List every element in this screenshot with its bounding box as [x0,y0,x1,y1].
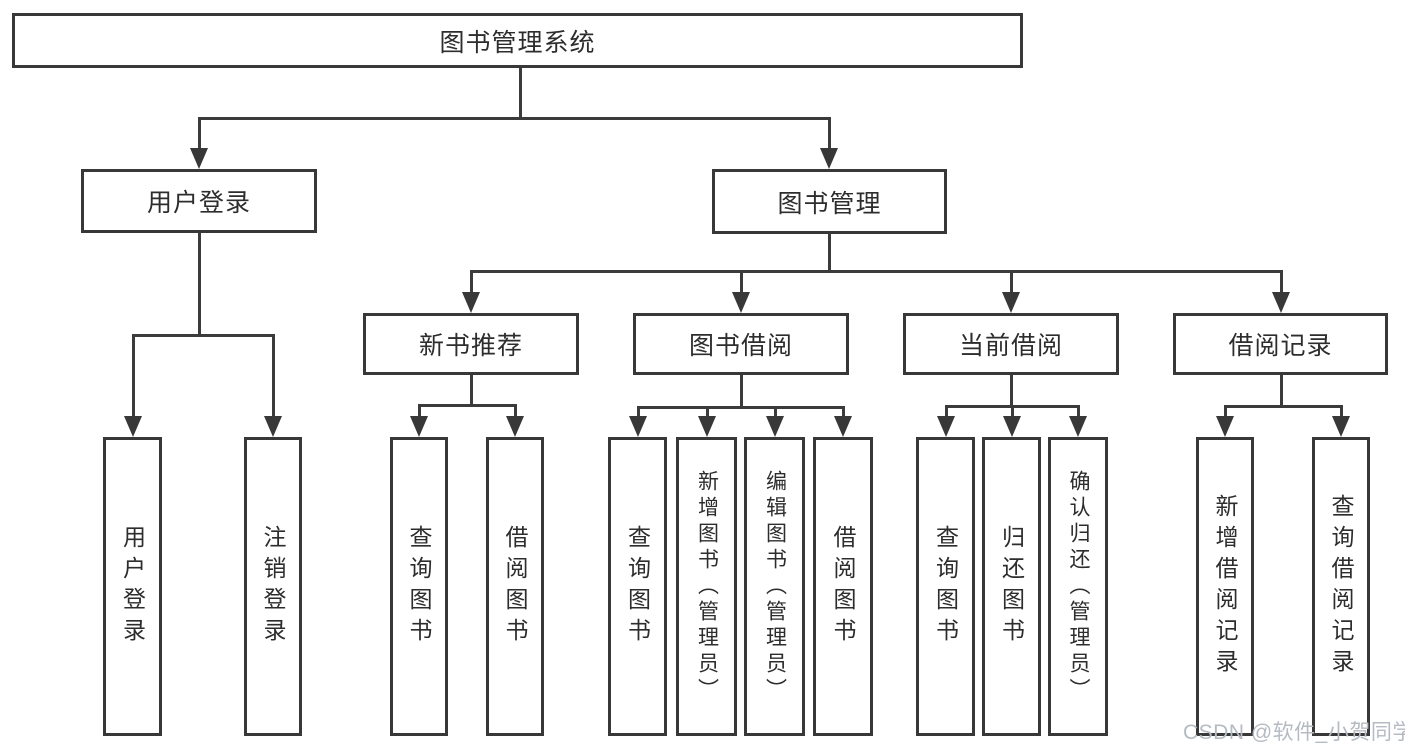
leaf-logout-login: 注销登录 [244,437,302,736]
arrow-to-query-books-a-icon [410,416,428,437]
arrow-to-book-borrow-icon [732,292,750,313]
connector-drop-book-borrow [740,270,743,295]
connector-drop-borrow-books-b [842,406,845,419]
arrow-to-new-book-icon [462,292,480,313]
leaf-add-borrow-record: 新增借阅记录 [1196,437,1254,736]
connector-book-borrow-stem [740,375,743,408]
arrow-to-leaf-user-login-icon [124,416,142,437]
connector-drop-add-books [706,406,709,419]
connector-drop-borrow-books-a [514,404,517,419]
node-label: 借阅记录 [1228,332,1333,360]
leaf-label: 查询图书 [624,524,651,649]
arrow-to-borrow-books-a-icon [506,416,524,437]
leaf-borrow-books: 借阅图书 [813,437,873,736]
arrow-to-confirm-return-icon [1069,416,1087,437]
connector-new-book-rail [418,404,517,407]
csdn-watermark: CSDN @软件_小贺同学 [1183,721,1405,744]
connector-user-login-rail [132,334,274,337]
node-user-login: 用户登录 [81,169,317,233]
arrow-to-return-books-icon [1003,416,1021,437]
arrow-to-add-books-icon [698,416,716,437]
leaf-label: 借阅图书 [502,524,528,649]
connector-borrow-records-stem [1280,375,1283,407]
connector-drop-confirm-return [1077,405,1080,419]
arrow-to-user-login-icon [190,148,208,169]
connector-drop-return-books [1011,405,1014,419]
node-book-management: 图书管理 [712,169,947,234]
leaf-query-books-borrow: 查询图书 [608,437,667,736]
connector-drop-leaf-logout [272,334,275,419]
node-library-management-system: 图书管理系统 [12,13,1023,68]
leaf-query-books-current: 查询图书 [916,437,975,736]
connector-book-borrow-rail [637,406,844,409]
node-borrow-records: 借阅记录 [1173,313,1388,375]
connector-drop-leaf-user-login [132,334,135,419]
node-book-borrow: 图书借阅 [633,313,849,375]
arrow-to-current-borrow-icon [1002,292,1020,313]
connector-root-rail [198,117,830,120]
node-current-borrow: 当前借阅 [903,313,1119,375]
arrow-to-leaf-logout-icon [264,416,282,437]
arrow-to-borrow-records-icon [1272,292,1290,313]
leaf-label: 注销登录 [260,524,286,649]
connector-borrow-records-rail [1224,405,1342,408]
arrow-to-query-record-icon [1332,416,1350,437]
connector-drop-query-books-a [418,404,421,419]
connector-book-management-rail [470,270,1281,273]
leaf-query-books-recommend: 查询图书 [390,437,448,736]
connector-drop-current-borrow [1010,270,1013,295]
connector-drop-query-books-c [945,405,948,419]
node-label: 用户登录 [146,189,251,217]
arrow-to-query-books-c-icon [937,416,955,437]
leaf-label: 归还图书 [998,524,1025,649]
leaf-add-books-admin: 新增图书（管理员） [676,437,737,736]
leaf-label: 用户登录 [119,524,146,649]
connector-new-book-stem [470,375,473,406]
node-label: 图书管理 [777,189,882,218]
arrow-to-add-record-icon [1216,416,1234,437]
leaf-edit-books-admin: 编辑图书（管理员） [744,437,805,736]
connector-current-borrow-stem [1010,375,1013,407]
leaf-label: 新增图书（管理员） [695,469,719,704]
leaf-user-login: 用户登录 [103,437,162,736]
leaf-label: 确认归还（管理员） [1067,469,1090,704]
leaf-label: 借阅图书 [830,524,856,649]
connector-drop-edit-books [774,406,777,419]
connector-drop-query-books-b [637,406,640,419]
leaf-confirm-return-admin: 确认归还（管理员） [1048,437,1108,736]
connector-drop-borrow-records [1280,270,1283,295]
node-label: 图书借阅 [688,332,793,360]
leaf-query-borrow-record: 查询借阅记录 [1312,437,1370,736]
leaf-label: 查询借阅记录 [1328,493,1354,680]
leaf-return-books: 归还图书 [982,437,1041,736]
leaf-label: 查询图书 [406,524,432,649]
connector-drop-query-record [1340,405,1343,419]
arrow-to-edit-books-icon [766,416,784,437]
leaf-label: 编辑图书（管理员） [763,469,787,704]
connector-drop-user-login [198,117,201,152]
node-label: 当前借阅 [958,332,1063,360]
connector-drop-add-record [1224,405,1227,419]
node-label: 新书推荐 [418,332,523,360]
leaf-label: 新增借阅记录 [1212,493,1238,680]
node-label: 图书管理系统 [439,28,596,57]
leaf-label: 查询图书 [932,524,959,649]
connector-user-login-stem [198,233,201,336]
arrow-to-book-management-icon [820,148,838,169]
connector-book-management-stem [828,234,831,272]
connector-root-stem [519,68,522,118]
connector-drop-book-management [828,117,831,152]
connector-drop-new-book [470,270,473,295]
leaf-borrow-books-recommend: 借阅图书 [486,437,544,736]
arrow-to-query-books-b-icon [629,416,647,437]
arrow-to-borrow-books-b-icon [834,416,852,437]
node-new-book-recommend: 新书推荐 [363,313,579,375]
